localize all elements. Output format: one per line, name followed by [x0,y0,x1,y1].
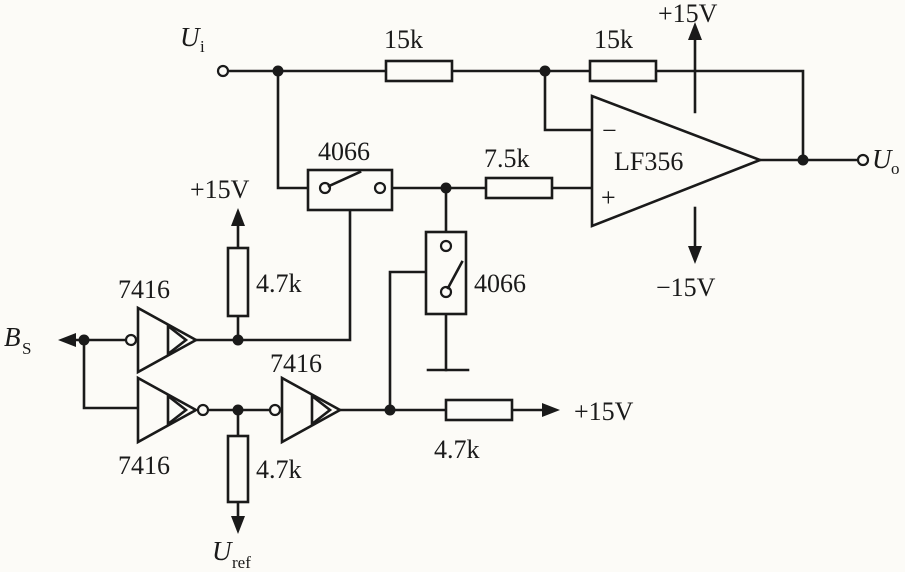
junction-minus [539,65,551,77]
label-vcc: +15V [658,0,718,28]
label-r-pullup-bottom: 4.7k [256,455,302,484]
arrow-bs [58,333,76,347]
resistors [226,59,658,504]
switch-a-contact-right [373,181,387,195]
switch-b-contact-bottom [439,285,453,299]
resistor-plus [484,176,554,200]
opamp-lf356 [590,94,764,228]
label-uref-sub: ref [232,553,251,572]
label-uref: U [212,536,233,566]
label-uo: U [872,144,893,174]
inverter-mid-bubble [268,403,282,417]
labels: U i U o B S U ref 15k 15k 7.5k 4.7k 4.7k… [4,0,900,572]
label-right-15v: +15V [574,397,634,426]
label-r-plus: 7.5k [484,144,530,173]
resistor-pullup-bottom [226,434,250,504]
switch-b-contact-top [439,239,453,253]
inverter-bottom [136,375,210,445]
terminals [216,64,870,167]
arrow-left-15v [231,208,245,226]
label-ui-sub: i [200,37,205,56]
junction-input [272,65,284,77]
label-uo-sub: o [891,159,900,178]
inverter-top-bubble [124,333,138,347]
switch-b-body [424,230,468,316]
label-opamp: LF356 [614,147,683,176]
label-switch-a: 4066 [318,137,370,166]
inverter-top-od [166,323,189,357]
terminal-ui [216,64,230,78]
junction-pullup-bottom [232,404,244,416]
label-ui: U [180,22,201,52]
wires [70,34,860,522]
resistor-feedback [588,59,658,83]
label-r-input: 15k [384,25,423,54]
label-bs: B [4,322,21,352]
wire-sw2-ctrl [388,270,434,412]
arrow-uref [231,516,245,534]
switch-a-contact-left [318,181,332,195]
junctions [78,65,809,416]
inverter-mid [268,375,343,445]
arrow-vee [688,246,702,264]
opamp-triangle [590,94,764,228]
label-bs-sub: S [22,339,31,358]
junction-pullup-top [232,334,244,346]
label-inverter-mid: 7416 [270,349,322,378]
arrow-vcc [688,22,702,40]
arrows [58,22,702,534]
label-vee: −15V [656,273,716,302]
wire-feedback [654,69,805,162]
resistor-pullup-right [444,398,514,422]
label-opamp-minus: − [602,116,617,145]
junction-bs [78,334,90,346]
label-inverter-top: 7416 [118,275,170,304]
label-opamp-plus: + [601,183,616,212]
wire-sw1-ctrl [236,198,352,342]
wire-minus [543,69,594,132]
resistor-pullup-top [226,246,250,318]
inverter-bottom-bubble [196,403,210,417]
wire-bs-down [82,338,140,410]
terminal-uo [856,153,870,167]
switch-4066-b [424,230,468,316]
label-switch-b: 4066 [474,269,526,298]
label-left-15v: +15V [190,175,250,204]
label-r-feedback: 15k [594,25,633,54]
label-inverter-bottom: 7416 [118,451,170,480]
junction-output [797,154,809,166]
inverter-top [124,305,199,375]
resistor-input [384,59,454,83]
inverter-bottom-od [166,393,189,427]
label-r-pullup-right: 4.7k [434,435,480,464]
label-r-pullup-top: 4.7k [256,269,302,298]
inverter-mid-od [310,393,333,427]
switch-a-blade [327,170,362,188]
junction-mid-out [384,404,396,416]
junction-plus [440,182,452,194]
switch-4066-a [306,168,394,212]
switch-b-blade [446,260,464,290]
arrow-right-15v [542,403,560,417]
